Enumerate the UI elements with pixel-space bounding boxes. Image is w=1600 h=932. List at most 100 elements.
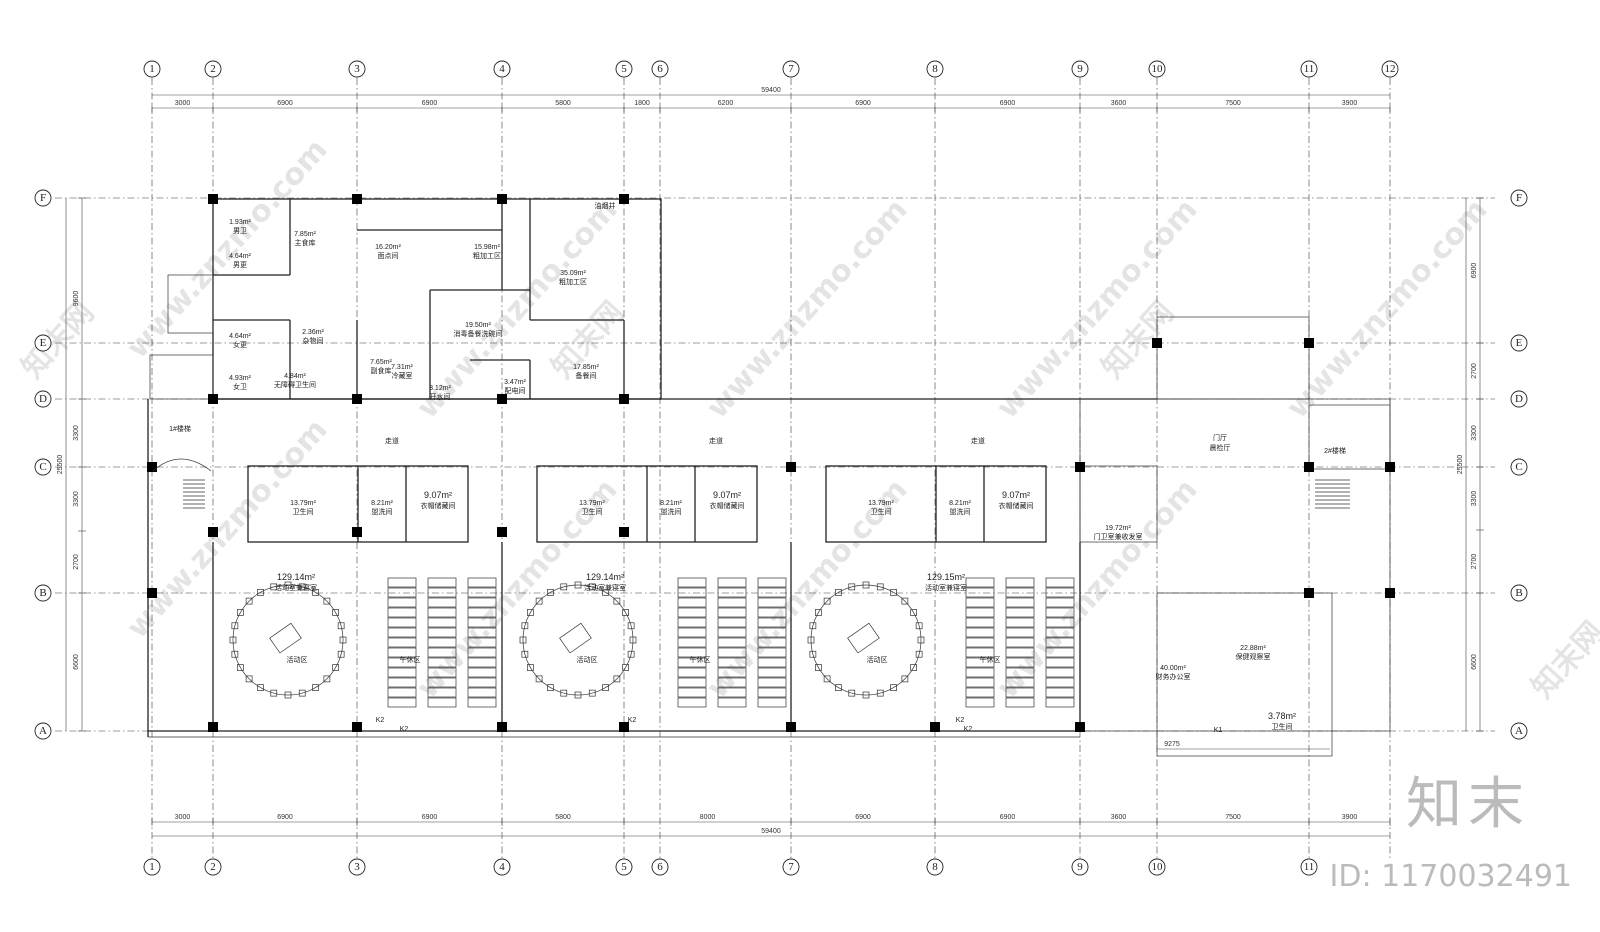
bed — [467, 667, 497, 678]
dim-text: 6900 — [422, 814, 438, 821]
bed — [965, 617, 995, 628]
bed — [1045, 597, 1075, 608]
bed — [1045, 687, 1075, 698]
chair — [337, 622, 345, 630]
wash-area: 8.21m² — [371, 500, 393, 507]
room-name: 女卫 — [233, 382, 247, 391]
chair — [622, 664, 629, 671]
axis-bubble-circle — [1510, 722, 1528, 740]
bed — [1005, 647, 1035, 658]
axis-bubble-label: 4 — [499, 63, 505, 75]
chair — [835, 589, 842, 596]
axis-bubble-top: 5 — [615, 60, 633, 78]
dim-text: 3600 — [1111, 100, 1127, 107]
room-area: 16.20m² — [375, 244, 401, 251]
chair — [547, 684, 554, 691]
bed — [717, 677, 747, 688]
chair — [284, 691, 292, 699]
room-area: 19.50m² — [465, 322, 491, 329]
stair2-label: 2#楼梯 — [1324, 446, 1346, 455]
chair — [876, 583, 884, 591]
bed — [467, 617, 497, 628]
room-name: 杂物间 — [303, 336, 324, 345]
column — [208, 394, 218, 404]
room-area: 4.84m² — [284, 373, 306, 380]
k2-label: K2 — [400, 726, 409, 733]
axis-bubble-right: A — [1510, 722, 1528, 740]
bed — [677, 597, 707, 608]
axis-bubble-circle — [34, 584, 52, 602]
toilet-area: 13.79m² — [868, 500, 894, 507]
dim-text: 3300 — [1471, 425, 1478, 441]
health-name: 保健观察室 — [1236, 652, 1271, 661]
bed — [965, 687, 995, 698]
column — [1075, 722, 1085, 732]
bed — [757, 697, 787, 708]
chair — [560, 689, 568, 697]
watermark-text: www.znzmo.com — [700, 192, 915, 425]
bed — [427, 617, 457, 628]
dim-text: 3000 — [175, 814, 191, 821]
bed — [427, 597, 457, 608]
service-yard — [167, 274, 214, 334]
room-name: 备餐间 — [576, 371, 597, 380]
chair — [807, 636, 815, 644]
chair — [257, 684, 264, 691]
bed — [427, 697, 457, 708]
guard-room — [1079, 465, 1158, 543]
room-area: 油烟井 — [595, 201, 616, 210]
chair — [337, 650, 345, 658]
bed — [467, 687, 497, 698]
bed — [467, 577, 497, 588]
bed — [677, 627, 707, 638]
bed — [1045, 697, 1075, 708]
chair — [574, 691, 582, 699]
dim-text: 6900 — [1000, 100, 1016, 107]
axis-bubble-top: 12 — [1381, 60, 1399, 78]
axis-bubble-label: 5 — [621, 861, 627, 873]
bed — [757, 617, 787, 628]
corridor-label: 走道 — [385, 436, 399, 445]
bed — [467, 587, 497, 598]
chair — [312, 684, 319, 691]
dim-total-text: 59400 — [761, 828, 781, 835]
store-name: 衣帽储藏间 — [999, 501, 1034, 510]
bed — [1045, 637, 1075, 648]
axis-bubble-label: 8 — [932, 63, 938, 75]
bed — [1045, 607, 1075, 618]
bed — [677, 667, 707, 678]
bed — [757, 627, 787, 638]
toilet-name: 卫生间 — [871, 507, 892, 516]
chair — [257, 589, 264, 596]
bed — [427, 677, 457, 688]
chair — [229, 636, 237, 644]
chair — [809, 650, 817, 658]
chair — [588, 583, 596, 591]
bed — [1045, 677, 1075, 688]
axis-bubble-top: 4 — [493, 60, 511, 78]
health-block — [1156, 592, 1333, 757]
axis-bubble-top: 10 — [1148, 60, 1166, 78]
stair1-label: 1#楼梯 — [169, 424, 191, 433]
bed — [677, 647, 707, 658]
image-id: ID: 1170032491 — [1329, 859, 1572, 894]
chair — [332, 609, 339, 616]
axis-bubble-label: 4 — [499, 861, 505, 873]
furniture — [152, 458, 1075, 708]
bed — [717, 687, 747, 698]
bed — [387, 597, 417, 608]
bed — [427, 577, 457, 588]
bed — [717, 667, 747, 678]
bed — [427, 607, 457, 618]
activity-area: 129.14m² — [586, 572, 624, 582]
bed — [717, 597, 747, 608]
bed — [757, 667, 787, 678]
axis-bubble-circle — [1300, 60, 1318, 78]
axis-bubble-top: 8 — [926, 60, 944, 78]
bed — [1045, 667, 1075, 678]
axis-bubble-circle — [1071, 60, 1089, 78]
axis-bubble-bottom: 1 — [143, 858, 161, 876]
wash-name: 盥洗间 — [950, 507, 971, 516]
